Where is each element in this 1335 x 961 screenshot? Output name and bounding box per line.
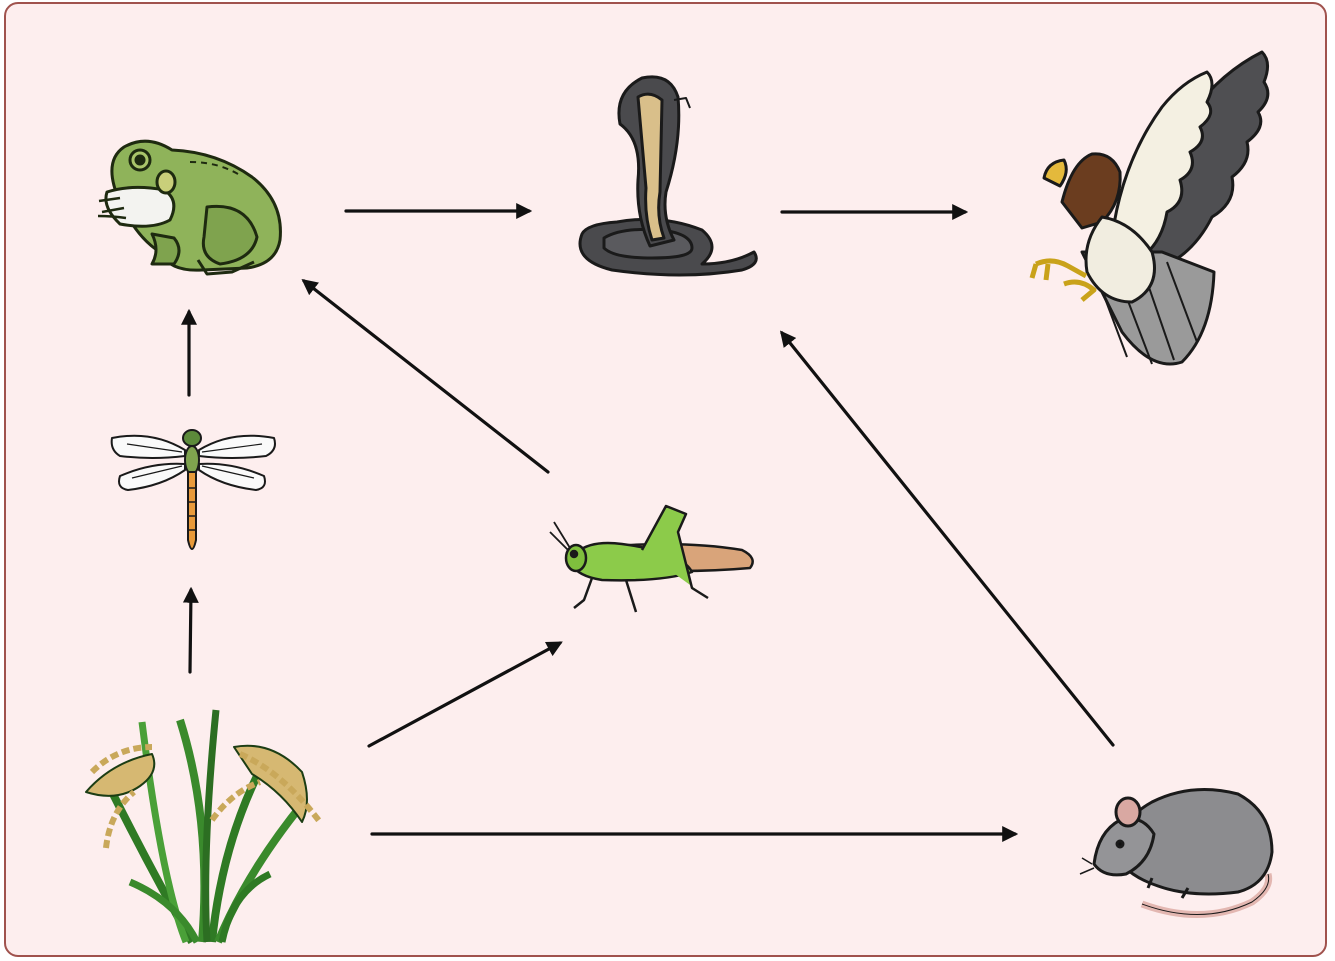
frog-icon	[98, 141, 280, 274]
rat-icon	[1080, 790, 1272, 915]
food-web-panel	[4, 2, 1327, 957]
arrow-grasshopper-to-frog	[304, 281, 548, 472]
arrow-rat-to-snake	[782, 333, 1113, 745]
eagle-icon	[1032, 52, 1268, 364]
dragonfly-icon	[112, 430, 275, 549]
arrow-rice-to-grasshopper	[369, 643, 560, 746]
rice-plant-icon	[86, 710, 320, 942]
grasshopper-icon	[550, 506, 753, 612]
arrow-rice-to-dragonfly	[190, 590, 191, 672]
food-web-diagram	[6, 4, 1327, 957]
arrows	[189, 211, 1113, 834]
cobra-icon	[580, 77, 756, 275]
